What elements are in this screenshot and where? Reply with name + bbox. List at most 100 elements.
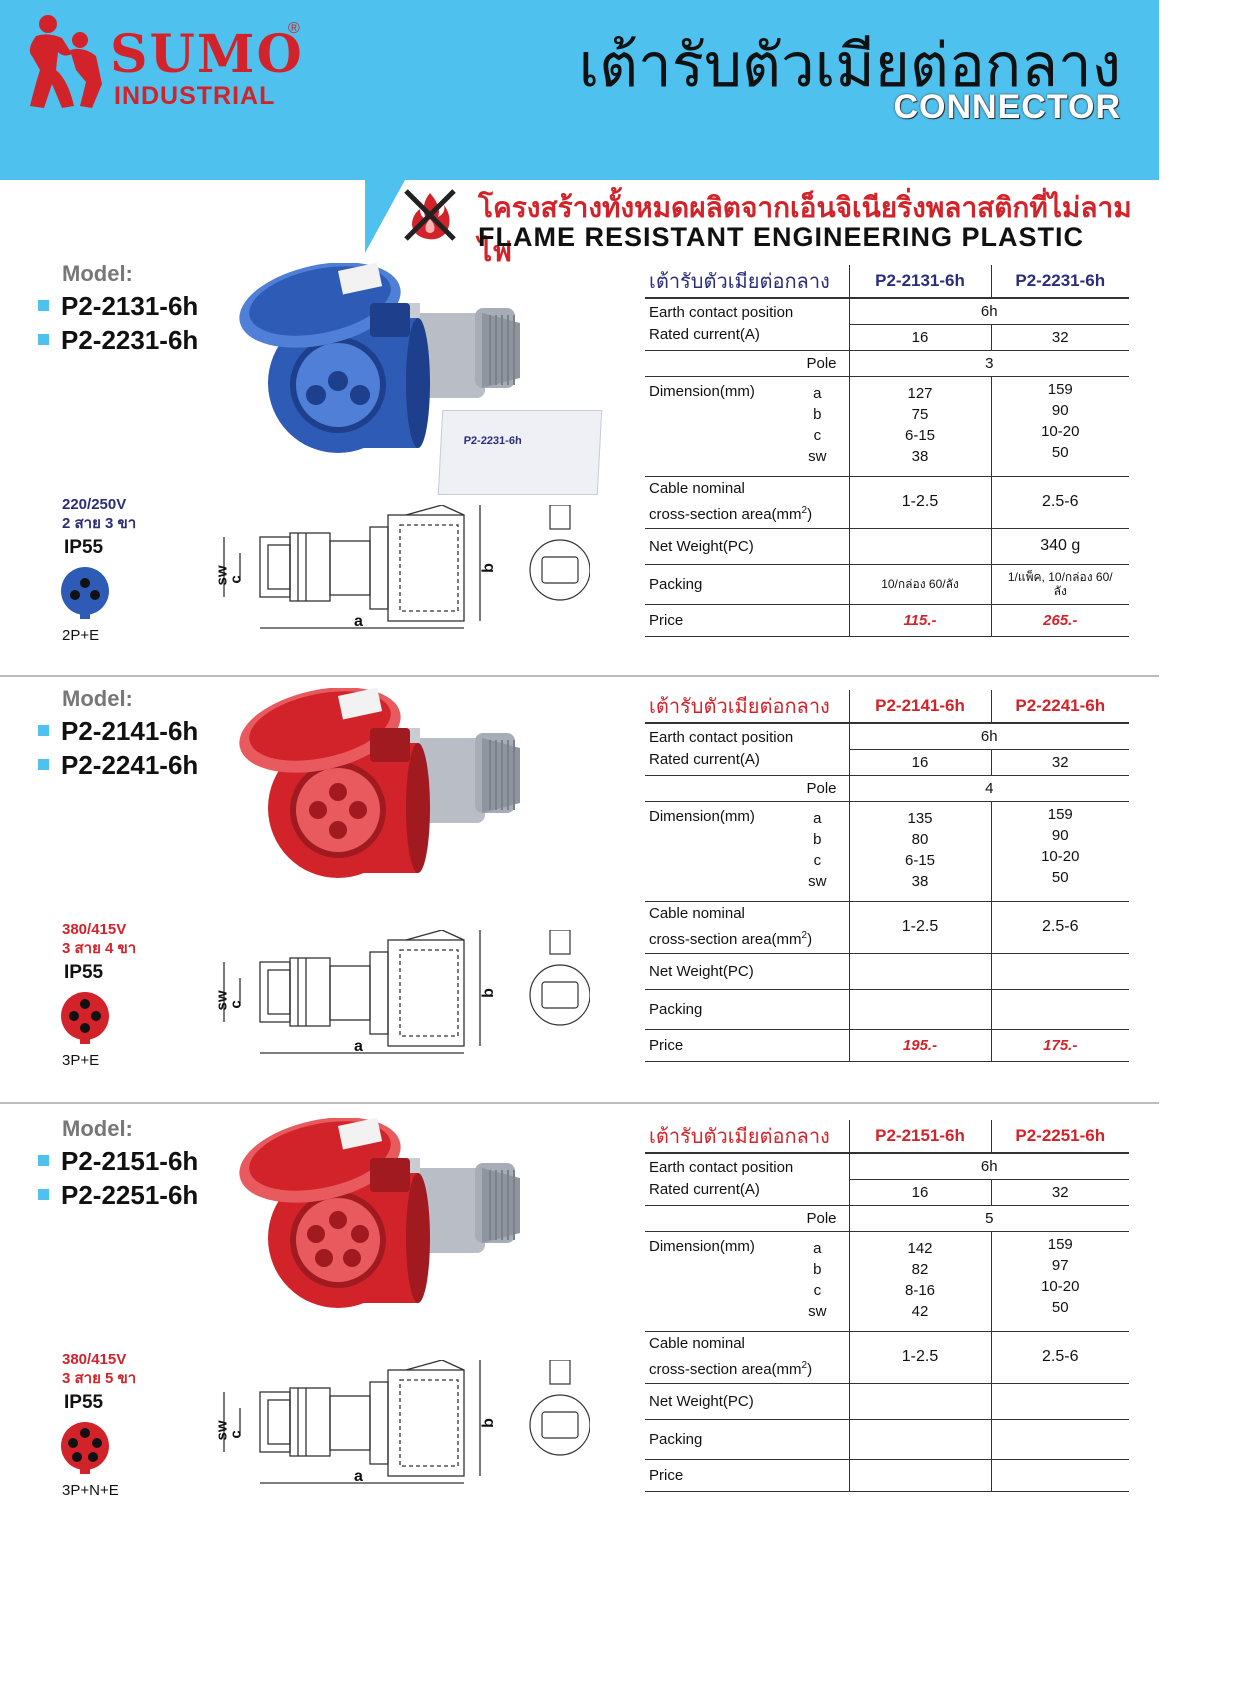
spec-row-weight: Net Weight(PC)340 g <box>645 528 1129 565</box>
model-number: P2-2141-6h <box>38 716 198 747</box>
dim-value: 82 <box>911 1260 929 1278</box>
model-label: Model: <box>62 261 133 286</box>
dim-value: 80 <box>911 830 929 848</box>
spec-label: Dimension(mm) <box>649 1237 755 1255</box>
dim-value: 159 <box>1047 805 1073 823</box>
spec-value-rated: 16 <box>848 749 991 776</box>
diagram-label-b: b <box>479 563 497 573</box>
dim-value: 50 <box>1051 1298 1069 1316</box>
spec-value-cable: 1-2.5 <box>848 1331 991 1384</box>
diagram-label-b: b <box>479 988 497 998</box>
pin-layout-icon <box>61 567 109 619</box>
spec-label: Rated current(A) <box>649 751 760 769</box>
spec-header-title: เต้ารับตัวเมียต่อกลาง <box>645 1120 849 1154</box>
socket-pin-hole <box>307 1225 325 1243</box>
socket-pin-hole <box>329 783 347 801</box>
spec-value-weight <box>990 953 1129 990</box>
dim-key: a <box>813 384 822 402</box>
spec-label: Dimension(mm) <box>649 807 755 825</box>
spec-value-price <box>990 1459 1129 1492</box>
model-number-text: P2-2241-6h <box>61 750 199 780</box>
spec-label-weight: Net Weight(PC) <box>645 528 849 565</box>
dim-key: sw <box>808 872 827 890</box>
spec-row-weight: Net Weight(PC) <box>645 953 1129 990</box>
model-number: P2-2241-6h <box>38 750 198 781</box>
spec-label: cross-section area(mm2) <box>649 925 845 951</box>
model-number: P2-2151-6h <box>38 1146 198 1177</box>
spec-row-packing: Packing <box>645 989 1129 1030</box>
dim-value: 159 <box>1047 1235 1073 1253</box>
banner-text-thai: โครงสร้างทั้งหมดผลิตจากเอ็นจิเนียริ่งพลา… <box>478 192 1132 267</box>
spec-label-packing: Packing <box>645 1419 849 1460</box>
model-number-text: P2-2141-6h <box>61 716 199 746</box>
diagram-label-a: a <box>354 1038 363 1055</box>
superscript: 2 <box>801 505 808 516</box>
spec-value-rated: 16 <box>848 1179 991 1206</box>
spec-label-pole: Pole <box>645 350 849 377</box>
spec-label-text: ) <box>807 506 813 523</box>
spec-value-cable: 1-2.5 <box>848 476 991 529</box>
spec-row-packing: Packing <box>645 1419 1129 1460</box>
socket-pin-hole <box>329 821 347 839</box>
socket-pin-hole <box>329 1211 347 1229</box>
dim-key: b <box>813 405 822 423</box>
bullet-square-icon <box>38 299 49 311</box>
pin-face-wrap <box>60 1420 110 1474</box>
model-number-text: P2-2251-6h <box>61 1180 199 1210</box>
socket-pin-hole <box>328 371 348 391</box>
voltage-rating: 220/250V <box>62 496 127 513</box>
dim-value: 38 <box>911 447 929 465</box>
spec-value-earth: 6h <box>848 723 1129 750</box>
spec-value-price: 115.- <box>848 604 991 637</box>
flame-banner <box>365 180 1159 253</box>
spec-label-text: cross-section area(mm <box>649 931 802 948</box>
socket-pin-hole <box>315 1249 333 1267</box>
banner-text-english: FLAME RESISTANT ENGINEERING PLASTIC <box>478 222 1085 252</box>
section-divider <box>0 675 1159 677</box>
spec-value-price: 195.- <box>848 1029 991 1062</box>
socket-pin-hole <box>343 1249 361 1267</box>
dimension-diagram <box>223 929 591 1054</box>
spec-label-packing: Packing <box>645 989 849 1030</box>
dim-value: 75 <box>911 405 929 423</box>
connector-photo <box>239 1117 520 1308</box>
spec-label: cross-section area(mm2) <box>649 1355 845 1381</box>
spec-label: Dimension(mm) <box>649 382 755 400</box>
spec-value-packing <box>848 1419 991 1460</box>
socket-pin-hole <box>349 801 367 819</box>
socket-pin-hole <box>306 385 326 405</box>
spec-value-weight <box>990 1383 1129 1420</box>
model-label: Model: <box>62 686 133 711</box>
spec-label-text: cross-section area(mm <box>649 1361 802 1378</box>
spec-label: Earth contact position <box>649 1159 794 1177</box>
spec-value-price: 265.- <box>990 604 1129 637</box>
spec-value-packing: 1/แพ็ค, 10/กล่อง 60/ลัง <box>990 564 1129 605</box>
pole-config: 2P+E <box>62 627 100 644</box>
ip-rating: IP55 <box>64 537 104 558</box>
spec-value-weight <box>848 1383 991 1420</box>
spec-label: Rated current(A) <box>649 326 760 344</box>
dim-value: 10-20 <box>1041 422 1080 440</box>
section-divider <box>0 1102 1159 1104</box>
pin-face-wrap <box>60 990 110 1044</box>
spec-header-model: P2-2231-6h <box>990 265 1129 299</box>
spec-label: Cable nominal <box>649 905 745 922</box>
sumo-wrestler-icon <box>29 15 102 108</box>
spec-value-pole: 3 <box>848 350 1129 377</box>
spec-label-price: Price <box>645 604 849 637</box>
voltage-rating: 380/415V <box>62 921 127 938</box>
dim-key: c <box>813 851 822 869</box>
